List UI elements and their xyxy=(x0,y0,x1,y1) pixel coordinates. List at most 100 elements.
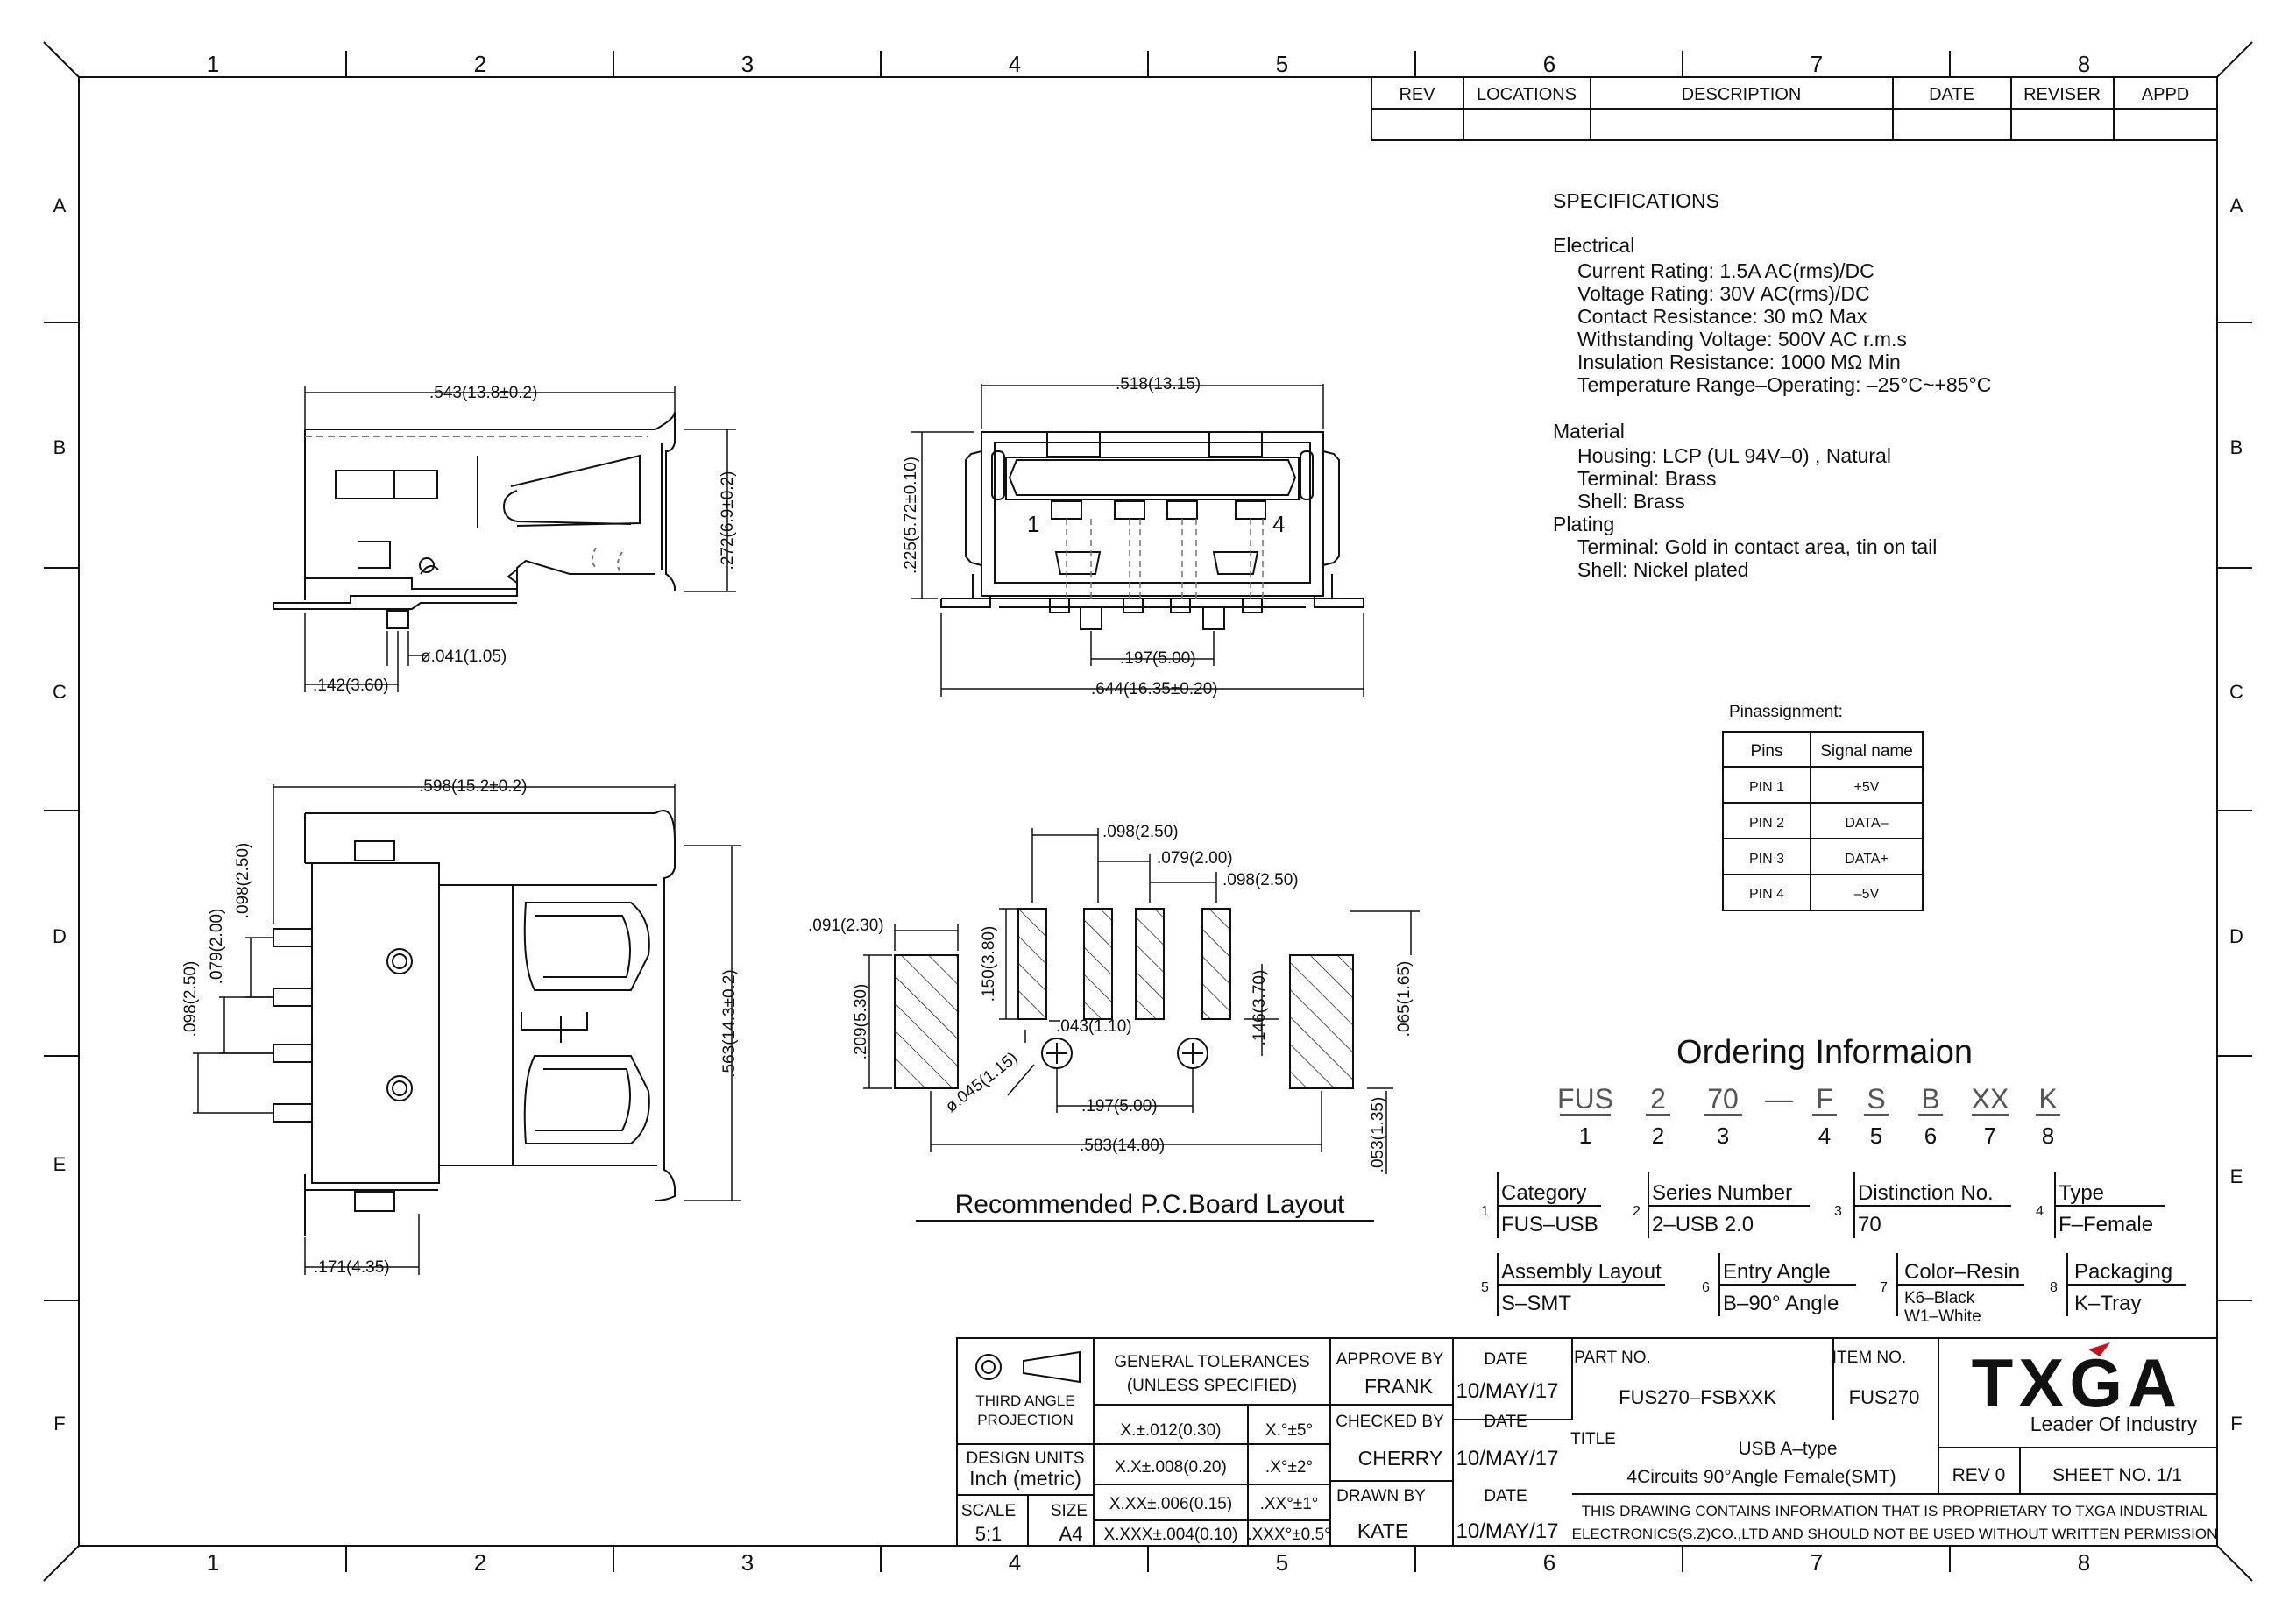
col-label: 3 xyxy=(741,1549,754,1576)
projection-line1: THIRD ANGLE xyxy=(975,1392,1074,1409)
row-label: E xyxy=(2230,1165,2243,1187)
title-block xyxy=(956,1337,2218,1547)
order-code: FUS xyxy=(1557,1083,1613,1115)
row-label: C xyxy=(53,681,67,703)
spec-plating-heading: Plating xyxy=(1553,513,1614,535)
revision-table: REV LOCATIONS DESCRIPTION DATE REVISER A… xyxy=(1371,76,2218,141)
col-label: 3 xyxy=(741,51,754,77)
dim-front-width: .518(13.15) xyxy=(1116,375,1201,393)
drawn-name: KATE xyxy=(1357,1519,1408,1542)
dim-pcb-p2: .079(2.00) xyxy=(1157,849,1233,868)
pcb-caption: Recommended P.C.Board Layout xyxy=(955,1190,1345,1219)
design-units-line1: DESIGN UNITS xyxy=(966,1449,1084,1468)
col-label: 7 xyxy=(1811,51,1823,77)
tolerances-title-1: GENERAL TOLERANCES xyxy=(1114,1353,1310,1371)
front-view-dims xyxy=(911,384,1364,697)
reviser-header: REVISER xyxy=(2023,85,2101,104)
item-no-value: FUS270 xyxy=(1849,1386,1920,1408)
order-field-num: 1 xyxy=(1481,1204,1489,1219)
date-label: DATE xyxy=(1484,1487,1527,1505)
part-no-label: PART NO. xyxy=(1574,1349,1651,1367)
col-label: 1 xyxy=(207,1549,219,1576)
rev-header: REV xyxy=(1399,85,1435,104)
dim-top-tail: .171(4.35) xyxy=(314,1258,390,1277)
row-label: D xyxy=(53,925,67,947)
size-value: A4 xyxy=(1059,1523,1083,1545)
order-field-value: K–Tray xyxy=(2074,1292,2141,1315)
spec-line: Terminal: Brass xyxy=(1577,467,1716,490)
order-field-label: Entry Angle xyxy=(1723,1260,1831,1284)
tol-angle: .XX°±1° xyxy=(1260,1495,1319,1513)
date-header: DATE xyxy=(1929,85,1974,104)
order-position: 1 xyxy=(1579,1123,1591,1149)
approve-name: FRANK xyxy=(1364,1375,1434,1398)
specifications: SPECIFICATIONS Electrical Current Rating… xyxy=(1553,189,1991,581)
pcb-dims xyxy=(863,828,1420,1174)
top-view xyxy=(273,810,676,1236)
row-label: C xyxy=(2229,681,2243,703)
side-view-dims xyxy=(304,386,736,692)
front-pin-4-label: 4 xyxy=(1272,511,1285,537)
dim-pcb-big-h: .209(5.30) xyxy=(852,984,870,1060)
rev-value: REV 0 xyxy=(1952,1465,2006,1485)
appd-header: APPD xyxy=(2142,85,2189,104)
row-label: B xyxy=(2230,436,2243,458)
order-field-label: Distinction No. xyxy=(1858,1181,1994,1205)
company-logo: TXGA xyxy=(1972,1344,2183,1421)
order-position: 2 xyxy=(1652,1123,1664,1149)
date-value: 10/MAY/17 xyxy=(1456,1379,1559,1403)
spec-line: Insulation Resistance: 1000 MΩ Min xyxy=(1577,351,1901,373)
row-label: A xyxy=(2230,195,2243,216)
pins-header: Pins xyxy=(1751,742,1783,761)
tol-angle: .X°±2° xyxy=(1265,1458,1313,1477)
item-no-label: ITEM NO. xyxy=(1832,1349,1906,1367)
dim-pcb-bottom: .053(1.35) xyxy=(1369,1097,1387,1173)
dim-pcb-p1: .098(2.50) xyxy=(1102,823,1179,841)
tol-angle: .XXX°±0.5° xyxy=(1247,1526,1330,1544)
pin-assignment-title: Pinassignment: xyxy=(1729,703,1843,721)
order-field-value: F–Female xyxy=(2059,1213,2153,1236)
signal-cell: +5V xyxy=(1854,780,1880,795)
spec-line: Withstanding Voltage: 500V AC r.m.s xyxy=(1577,328,1907,351)
approve-label: APPROVE BY xyxy=(1336,1350,1444,1369)
dim-pcb-pad-w: .091(2.30) xyxy=(808,917,884,935)
spec-electrical-heading: Electrical xyxy=(1553,234,1634,257)
spec-line: Terminal: Gold in contact area, tin on t… xyxy=(1577,535,1937,558)
signal-cell: DATA– xyxy=(1845,816,1888,831)
order-field-num: 6 xyxy=(1702,1280,1710,1295)
spec-title: SPECIFICATIONS xyxy=(1553,189,1719,212)
checked-name: CHERRY xyxy=(1358,1447,1443,1470)
company-slogan: Leader Of Industry xyxy=(2030,1413,2198,1435)
dim-pcb-p3: .098(2.50) xyxy=(1222,871,1299,889)
order-field-value2: W1–White xyxy=(1904,1307,1981,1326)
design-units-line2: Inch (metric) xyxy=(969,1467,1081,1490)
order-field-value: B–90° Angle xyxy=(1723,1292,1839,1315)
drawn-label: DRAWN BY xyxy=(1336,1487,1426,1505)
signal-cell: DATA+ xyxy=(1845,852,1889,867)
dim-top-d2: .079(2.00) xyxy=(208,909,226,985)
date-label: DATE xyxy=(1484,1350,1527,1369)
order-code: S xyxy=(1867,1083,1885,1115)
dim-pcb-pad-l: .150(3.80) xyxy=(980,926,998,1002)
order-field-label: Packaging xyxy=(2074,1260,2172,1284)
order-code: F xyxy=(1816,1083,1833,1115)
order-code: XX xyxy=(1972,1083,2009,1115)
col-label: 4 xyxy=(1009,51,1021,77)
col-label: 1 xyxy=(207,51,219,77)
order-code: B xyxy=(1921,1083,1939,1115)
dim-front-total: .644(16.35±0.20) xyxy=(1091,680,1218,698)
spec-line: Shell: Nickel plated xyxy=(1577,558,1749,581)
title-block-text: THIRD ANGLE PROJECTION DESIGN UNITS Inch… xyxy=(961,1344,2218,1545)
order-field-num: 7 xyxy=(1880,1280,1888,1295)
order-field-label: Category xyxy=(1501,1181,1586,1205)
dim-front-height: .225(5.72±0.10) xyxy=(902,457,920,574)
order-code: K xyxy=(2038,1083,2057,1115)
date-value: 10/MAY/17 xyxy=(1456,1447,1559,1470)
spec-line: Temperature Range–Operating: –25°C~+85°C xyxy=(1577,373,1991,396)
order-field-num: 8 xyxy=(2050,1280,2058,1295)
order-position: 6 xyxy=(1924,1123,1937,1149)
sheet-border xyxy=(43,41,2253,1582)
tol-angle: X.°±5° xyxy=(1265,1421,1313,1440)
spec-line: Shell: Brass xyxy=(1577,490,1685,513)
spec-line: Current Rating: 1.5A AC(rms)/DC xyxy=(1577,259,1874,282)
